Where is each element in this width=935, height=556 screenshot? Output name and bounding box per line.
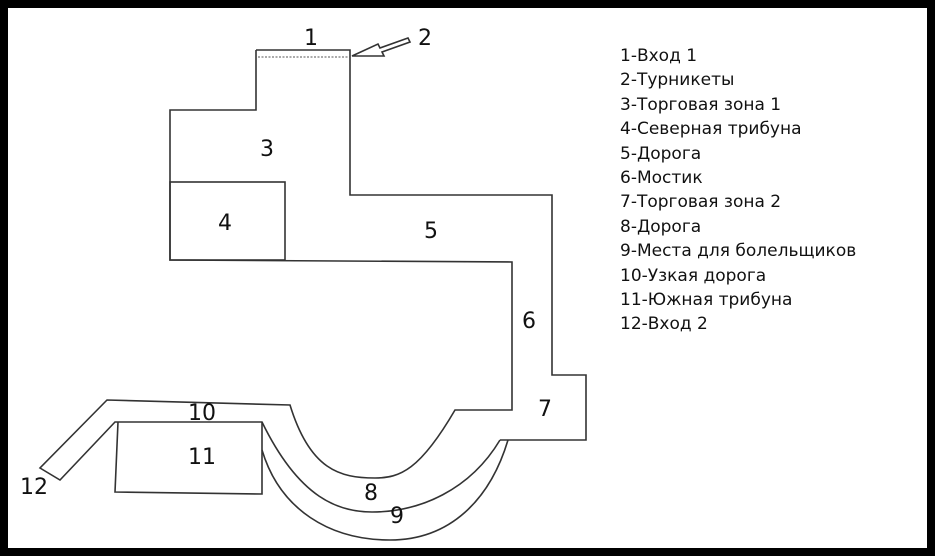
legend-item: 6-Мостик — [620, 168, 703, 189]
south-stand — [114, 421, 263, 495]
legend-item: 5-Дорога — [620, 143, 702, 164]
legend-item: 12-Вход 2 — [620, 314, 708, 335]
label-6: 6 — [522, 309, 536, 334]
label-12: 12 — [20, 475, 48, 500]
fan-seats-curve — [261, 439, 509, 541]
label-5: 5 — [424, 219, 438, 244]
legend-item: 1-Вход 1 — [620, 46, 698, 66]
legend-item: 11-Южная трибуна — [620, 290, 793, 311]
legend-item: 3-Торговая зона 1 — [620, 94, 782, 115]
turnstile-arrow — [351, 37, 412, 57]
label-2: 2 — [418, 26, 432, 51]
legend-item: 8-Дорога — [620, 216, 702, 237]
legend-item: 7-Торговая зона 2 — [620, 192, 782, 213]
label-11: 11 — [188, 445, 216, 470]
legend-item: 9-Места для болельщиков — [620, 241, 857, 262]
legend-item: 10-Узкая дорога — [620, 265, 767, 286]
label-9: 9 — [390, 504, 404, 529]
label-4: 4 — [218, 211, 232, 236]
label-3: 3 — [260, 137, 274, 162]
label-7: 7 — [538, 397, 552, 422]
zone-outline-left — [38, 50, 513, 513]
legend-item: 2-Турникеты — [620, 70, 735, 91]
legend-item: 4-Северная трибуна — [620, 119, 802, 140]
north-stand — [169, 181, 286, 261]
legend: 1-Вход 1 2-Турникеты 3-Торговая зона 1 4… — [620, 44, 856, 337]
label-8: 8 — [364, 481, 378, 506]
label-10: 10 — [188, 401, 216, 426]
zone-outline-upper — [256, 49, 587, 441]
label-1: 1 — [304, 26, 318, 51]
